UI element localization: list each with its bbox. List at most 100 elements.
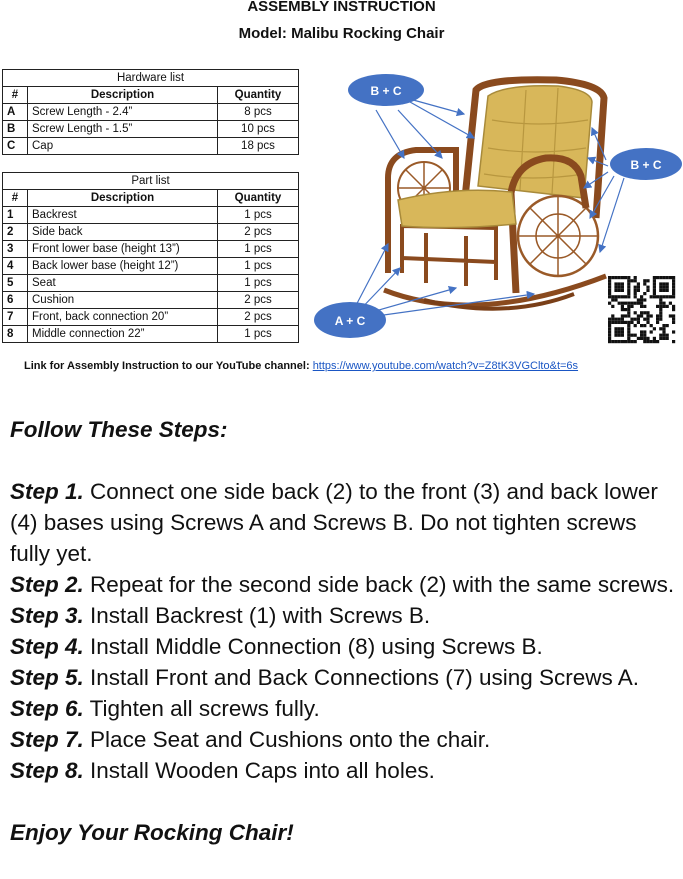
- rocker-runner: [423, 292, 575, 311]
- seat-cushion: [397, 189, 517, 229]
- column-header: #: [2, 86, 28, 104]
- hardware-list-caption: Hardware list: [2, 69, 299, 87]
- row-description: Seat: [27, 274, 218, 292]
- row-quantity: 1 pcs: [217, 274, 299, 292]
- row-id: C: [2, 137, 28, 155]
- step-item: Step 1. Connect one side back (2) to the…: [10, 476, 675, 569]
- step-text: Install Wooden Caps into all holes.: [90, 758, 435, 783]
- row-quantity: 1 pcs: [217, 325, 299, 343]
- youtube-link-line: Link for Assembly Instruction to our You…: [24, 360, 578, 372]
- chair-illustration: B + C B + C A + C: [314, 74, 682, 344]
- table-row: 8 Middle connection 22” 1 pcs: [2, 325, 299, 343]
- row-quantity: 8 pcs: [217, 103, 299, 121]
- row-id: 7: [2, 308, 28, 326]
- step-text: Install Backrest (1) with Screws B.: [90, 603, 431, 628]
- step-item: Step 2. Repeat for the second side back …: [10, 569, 675, 600]
- row-id: 4: [2, 257, 28, 275]
- row-description: Back lower base (height 12”): [27, 257, 218, 275]
- youtube-link[interactable]: https://www.youtube.com/watch?v=Z8tK3VGC…: [312, 360, 579, 372]
- steps-section: Follow These Steps: Step 1. Connect one …: [10, 414, 675, 848]
- row-quantity: 2 pcs: [217, 223, 299, 241]
- table-row: 6 Cushion 2 pcs: [2, 291, 299, 309]
- row-id: 6: [2, 291, 28, 309]
- callout-label: A + C: [335, 314, 366, 328]
- table-row: 7 Front, back connection 20” 2 pcs: [2, 308, 299, 326]
- callout-label: B + C: [370, 84, 401, 98]
- right-side-rattan: [516, 194, 600, 278]
- right-armrest: [507, 154, 590, 294]
- table-row: C Cap 18 pcs: [2, 137, 299, 155]
- closing-line: Enjoy Your Rocking Chair!: [10, 820, 294, 845]
- row-description: Cushion: [27, 291, 218, 309]
- back-cushion: [477, 84, 593, 199]
- step-text: Install Middle Connection (8) using Scre…: [90, 634, 543, 659]
- row-id: 2: [2, 223, 28, 241]
- row-quantity: 1 pcs: [217, 240, 299, 258]
- step-label: Step 1.: [10, 479, 84, 504]
- row-id: 3: [2, 240, 28, 258]
- step-text: Connect one side back (2) to the front (…: [10, 479, 658, 566]
- link-label: Link for Assembly Instruction to our You…: [24, 360, 310, 372]
- row-id: B: [2, 120, 28, 138]
- row-description: Cap: [27, 137, 218, 155]
- row-description: Middle connection 22”: [27, 325, 218, 343]
- row-description: Front lower base (height 13”): [27, 240, 218, 258]
- callout-label: B + C: [630, 158, 661, 172]
- row-id: A: [2, 103, 28, 121]
- qr-code[interactable]: [608, 276, 676, 344]
- column-header: Description: [27, 86, 218, 104]
- table-row: A Screw Length - 2.4” 8 pcs: [2, 103, 299, 121]
- step-text: Repeat for the second side back (2) with…: [90, 572, 675, 597]
- row-quantity: 2 pcs: [217, 308, 299, 326]
- column-header: Description: [27, 189, 218, 207]
- row-quantity: 2 pcs: [217, 291, 299, 309]
- steps-heading: Follow These Steps:: [10, 417, 228, 442]
- backrest-frame: [460, 76, 608, 219]
- row-id: 5: [2, 274, 28, 292]
- step-text: Install Front and Back Connections (7) u…: [90, 665, 640, 690]
- step-text: Place Seat and Cushions onto the chair.: [90, 727, 491, 752]
- document-title: ASSEMBLY INSTRUCTION: [247, 0, 436, 15]
- table-row: 4 Back lower base (height 12”) 1 pcs: [2, 257, 299, 275]
- table-row: 3 Front lower base (height 13”) 1 pcs: [2, 240, 299, 258]
- table-row: B Screw Length - 1.5” 10 pcs: [2, 120, 299, 138]
- table-row: 2 Side back 2 pcs: [2, 223, 299, 241]
- step-label: Step 2.: [10, 572, 84, 597]
- chair-base-frame: [400, 223, 498, 286]
- table-row: 1 Backrest 1 pcs: [2, 206, 299, 224]
- part-list-caption: Part list: [2, 172, 299, 190]
- column-header: #: [2, 189, 28, 207]
- step-label: Step 5.: [10, 665, 84, 690]
- row-id: 8: [2, 325, 28, 343]
- callout-b-c-left: B + C: [348, 74, 424, 106]
- hardware-list-table: Hardware list # Description Quantity A S…: [2, 69, 299, 155]
- row-description: Screw Length - 2.4”: [27, 103, 218, 121]
- step-label: Step 3.: [10, 603, 84, 628]
- row-description: Side back: [27, 223, 218, 241]
- step-item: Step 3. Install Backrest (1) with Screws…: [10, 600, 675, 631]
- step-label: Step 6.: [10, 696, 84, 721]
- row-quantity: 1 pcs: [217, 206, 299, 224]
- step-text: Tighten all screws fully.: [89, 696, 320, 721]
- row-description: Screw Length - 1.5”: [27, 120, 218, 138]
- table-row: 5 Seat 1 pcs: [2, 274, 299, 292]
- step-label: Step 7.: [10, 727, 84, 752]
- model-name: Model: Malibu Rocking Chair: [238, 25, 445, 42]
- row-quantity: 18 pcs: [217, 137, 299, 155]
- step-label: Step 8.: [10, 758, 84, 783]
- step-item: Step 8. Install Wooden Caps into all hol…: [10, 755, 675, 786]
- column-header: Quantity: [217, 86, 299, 104]
- callout-a-c: A + C: [314, 302, 386, 338]
- column-header: Quantity: [217, 189, 299, 207]
- step-item: Step 5. Install Front and Back Connectio…: [10, 662, 675, 693]
- step-item: Step 4. Install Middle Connection (8) us…: [10, 631, 675, 662]
- row-id: 1: [2, 206, 28, 224]
- row-quantity: 1 pcs: [217, 257, 299, 275]
- part-list-table: Part list # Description Quantity 1 Backr…: [2, 172, 299, 343]
- callout-b-c-right: B + C: [610, 148, 682, 180]
- step-item: Step 6. Tighten all screws fully.: [10, 693, 675, 724]
- step-label: Step 4.: [10, 634, 84, 659]
- row-description: Front, back connection 20”: [27, 308, 218, 326]
- step-item: Step 7. Place Seat and Cushions onto the…: [10, 724, 675, 755]
- row-description: Backrest: [27, 206, 218, 224]
